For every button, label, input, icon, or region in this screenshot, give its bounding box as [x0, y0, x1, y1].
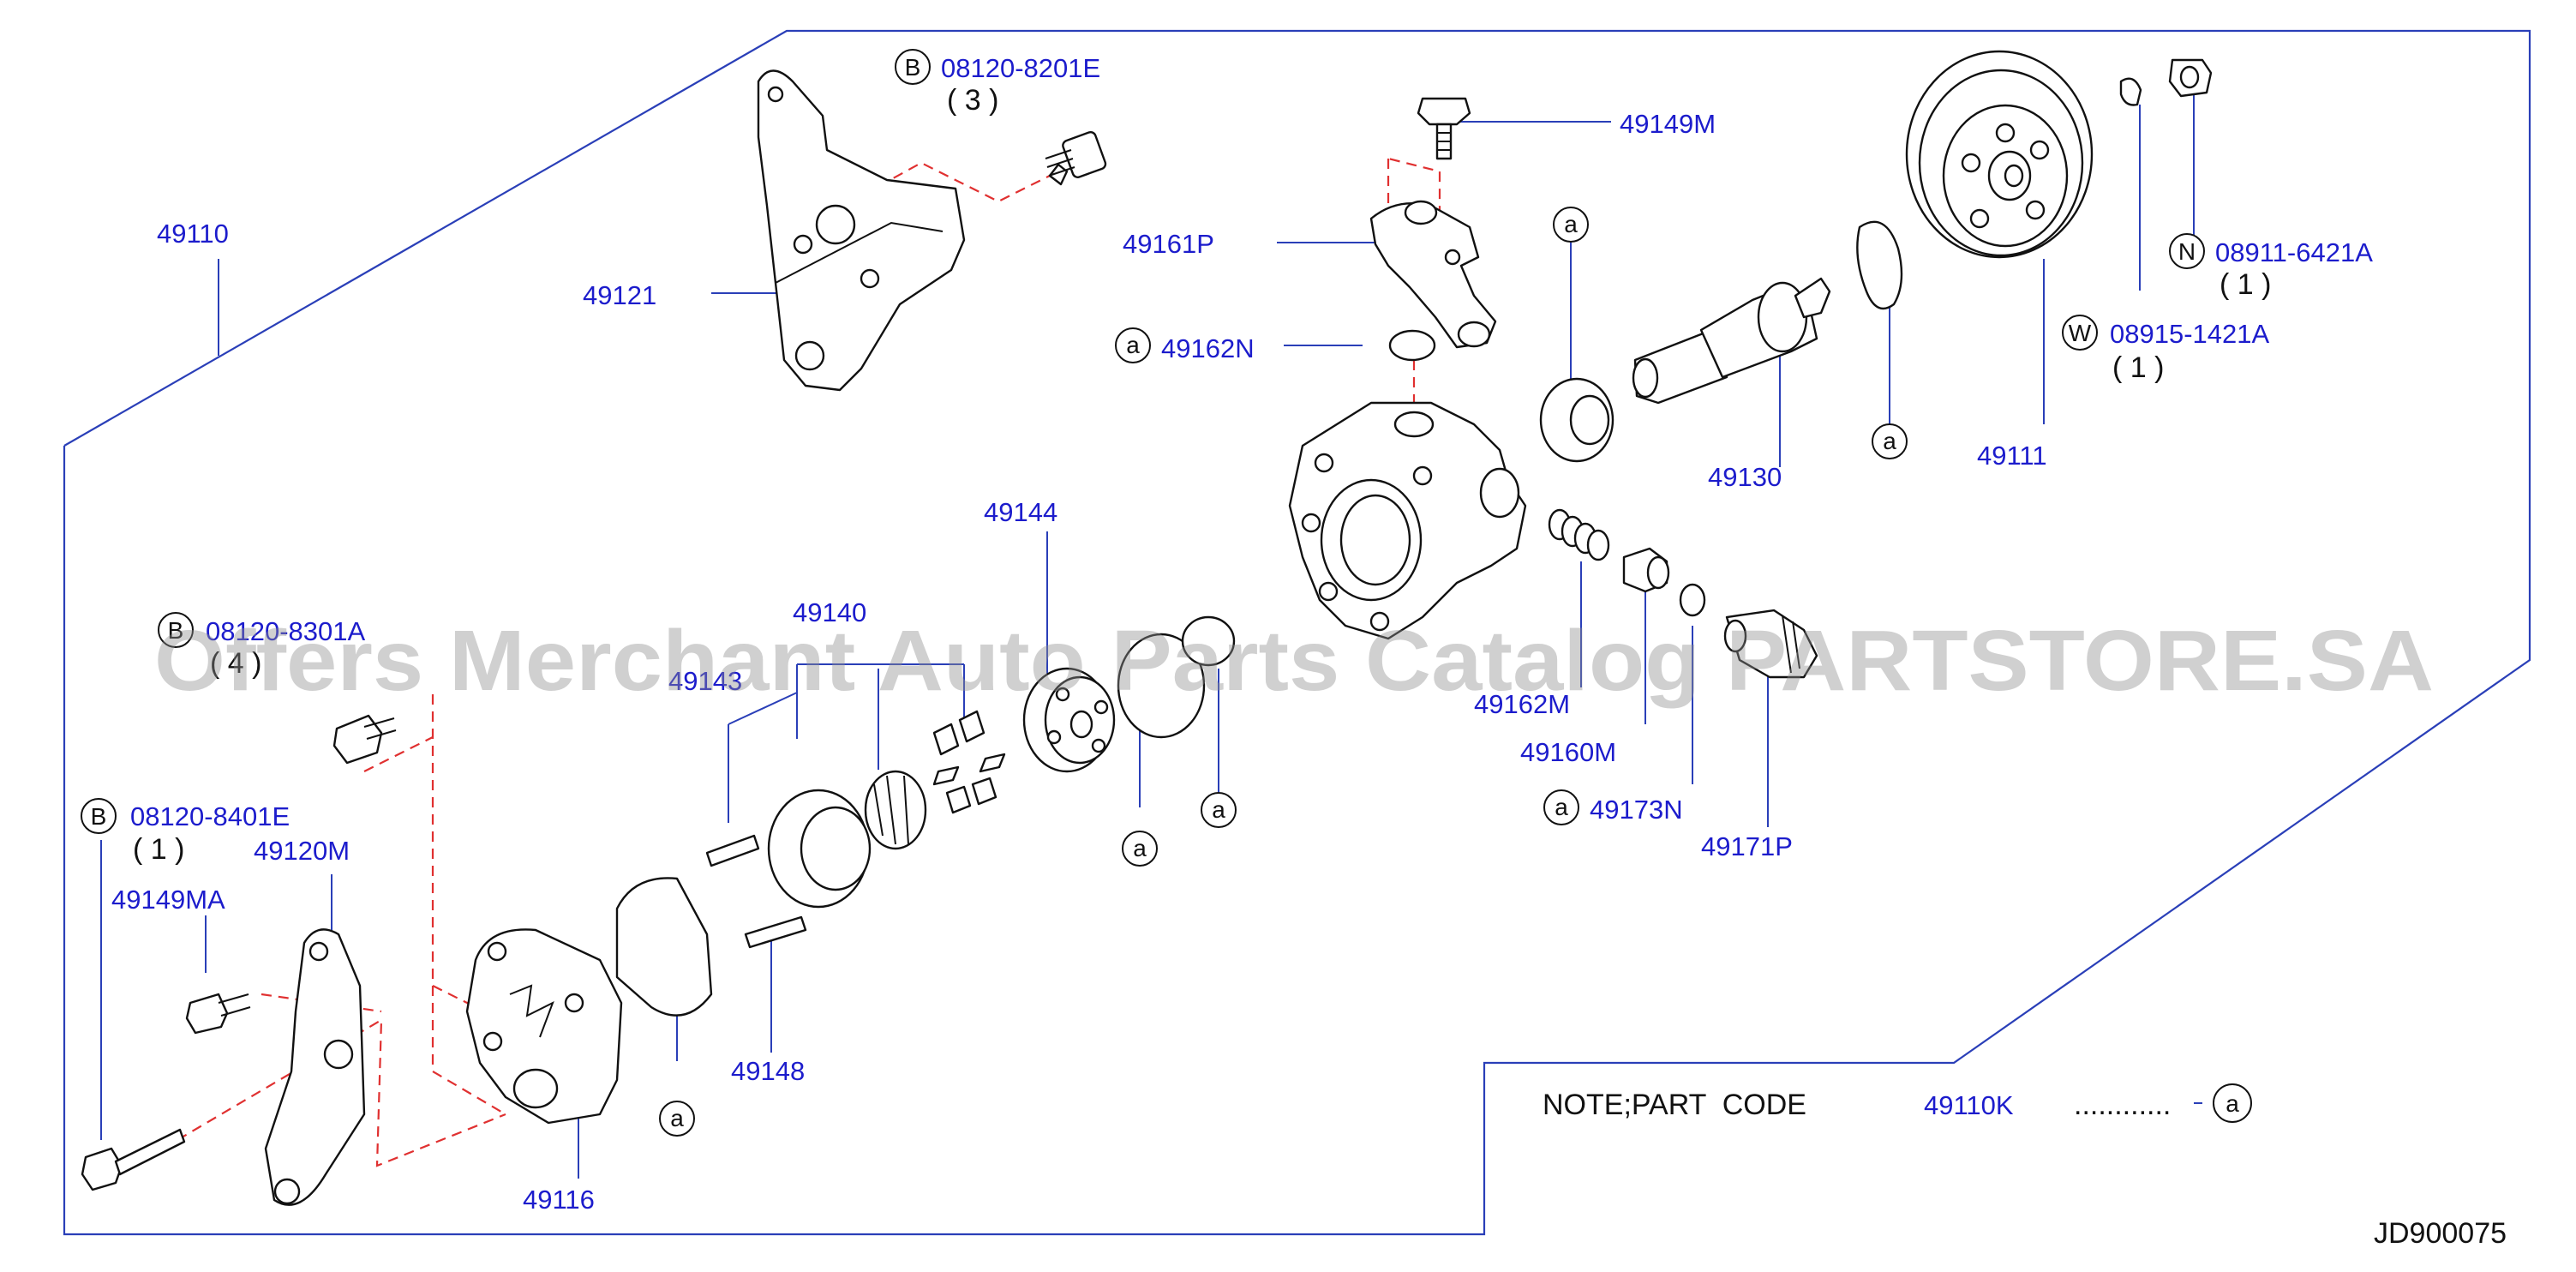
pulley-49111[interactable]	[1905, 50, 2094, 259]
fitting-49161P[interactable]	[1369, 200, 1497, 349]
callout-a-snapring: a	[1872, 423, 1908, 459]
callout-a-49162N: a	[1115, 327, 1151, 363]
callout-bolt-low: B 08120-8401E ( 1 )	[81, 798, 290, 866]
label-08911-6421A[interactable]: 08911-6421A	[2215, 237, 2373, 267]
vanes[interactable]	[932, 710, 1006, 814]
svg-text:a: a	[1212, 796, 1225, 823]
washer-08915-1421A[interactable]	[2119, 77, 2142, 106]
label-49143[interactable]: 49143	[668, 666, 742, 696]
svg-text:a: a	[1133, 835, 1147, 861]
plate-49144[interactable]	[1022, 667, 1116, 773]
label-49160M[interactable]: 49160M	[1520, 737, 1616, 767]
nut-08911-6421A[interactable]	[2168, 58, 2213, 98]
callout-a-seal: a	[1553, 207, 1589, 243]
label-08915-1421A[interactable]: 08915-1421A	[2110, 319, 2269, 349]
svg-text:( 1 ): ( 1 )	[2112, 351, 2164, 384]
svg-text:( 1 ): ( 1 )	[133, 833, 184, 866]
svg-text:W: W	[2069, 320, 2092, 346]
svg-text:( 3 ): ( 3 )	[947, 84, 998, 117]
bolt-08120-8401E[interactable]	[81, 1128, 186, 1191]
callout-a-note: a	[2213, 1083, 2252, 1123]
label-49171P[interactable]: 49171P	[1701, 831, 1793, 861]
bracket-49121[interactable]	[757, 69, 966, 392]
label-49110[interactable]: 49110	[157, 219, 229, 249]
label-49162N[interactable]: 49162N	[1161, 333, 1255, 363]
bolt-08120-8301A[interactable]	[332, 714, 397, 765]
svg-text:a: a	[1564, 211, 1578, 237]
assembly-frame	[63, 29, 2531, 1236]
label-49144[interactable]: 49144	[984, 497, 1057, 527]
oring-49173N[interactable]	[1679, 583, 1706, 617]
oring-plate-large[interactable]	[1117, 633, 1206, 739]
label-49116[interactable]: 49116	[523, 1185, 595, 1215]
note-dots: ............	[2074, 1089, 2171, 1121]
label-49148[interactable]: 49148	[731, 1056, 805, 1086]
label-49173N[interactable]: 49173N	[1590, 795, 1683, 825]
valve-49160M[interactable]	[1622, 547, 1670, 593]
leader-lines	[100, 93, 2202, 1179]
svg-text:a: a	[2226, 1090, 2239, 1117]
cam-ring[interactable]	[767, 789, 872, 909]
svg-text:N: N	[2178, 238, 2196, 265]
svg-text:a: a	[1126, 332, 1140, 358]
svg-text:B: B	[168, 617, 184, 644]
cover-49116[interactable]	[465, 928, 623, 1125]
shaft-49130[interactable]	[1632, 277, 1831, 405]
label-49121[interactable]: 49121	[583, 280, 656, 310]
callout-a-oring-large: a	[1122, 831, 1158, 867]
callout-a-marks: a a a a a a a a	[659, 207, 2252, 1137]
rotor-49140[interactable]	[864, 770, 927, 850]
label-08120-8401E[interactable]: 08120-8401E	[130, 801, 290, 831]
bracket-49120M[interactable]	[264, 928, 366, 1206]
callout-a-49173N: a	[1543, 789, 1579, 825]
diagram-id: JD900075	[2374, 1217, 2507, 1250]
part-labels: 49110 49121 49161P 49162N 49149M 49130 4…	[111, 109, 2047, 1215]
label-08120-8201E[interactable]: 08120-8201E	[941, 53, 1100, 83]
spring-49162M[interactable]	[1548, 508, 1610, 561]
label-49120M[interactable]: 49120M	[254, 836, 350, 866]
pin-49143[interactable]	[705, 834, 760, 867]
callout-a-oring-small: a	[1201, 792, 1237, 828]
label-49130[interactable]: 49130	[1708, 462, 1782, 492]
bolt-08120-8201E[interactable]	[1045, 130, 1107, 186]
bolt-49149MA[interactable]	[185, 993, 251, 1035]
label-49162M[interactable]: 49162M	[1474, 689, 1570, 719]
label-49149MA[interactable]: 49149MA	[111, 885, 225, 915]
svg-text:B: B	[91, 803, 107, 830]
label-49149M[interactable]: 49149M	[1620, 109, 1716, 139]
label-49161P[interactable]: 49161P	[1123, 229, 1214, 259]
pump-body[interactable]	[1288, 401, 1527, 640]
bolt-49149M[interactable]	[1417, 97, 1471, 160]
seal-ring[interactable]	[1539, 377, 1614, 463]
oring-plate-small[interactable]	[1181, 615, 1236, 667]
gasket[interactable]	[615, 877, 713, 1017]
oring-49162N[interactable]	[1388, 329, 1436, 362]
svg-text:a: a	[670, 1105, 684, 1131]
pin-49148[interactable]	[744, 915, 807, 949]
part-code-note: NOTE;PART CODE 49110K ............	[1543, 1089, 2171, 1121]
watermark: Offers Merchant Auto Parts Catalog PARTS…	[154, 613, 2434, 709]
note-text: NOTE;PART CODE	[1543, 1089, 1806, 1121]
note-code[interactable]: 49110K	[1924, 1090, 2014, 1120]
snap-ring[interactable]	[1856, 220, 1903, 310]
label-49140[interactable]: 49140	[793, 597, 866, 627]
svg-text:a: a	[1883, 428, 1896, 454]
svg-text:( 4 ): ( 4 )	[210, 647, 261, 680]
callout-bolt-top: B 08120-8201E ( 3 )	[895, 49, 1100, 117]
callout-a-gasket: a	[659, 1101, 695, 1137]
callout-washer: W 08915-1421A ( 1 )	[2062, 315, 2269, 384]
svg-text:( 1 ): ( 1 )	[2220, 268, 2271, 301]
label-49111[interactable]: 49111	[1977, 441, 2047, 471]
callout-bolt-mid: B 08120-8301A ( 4 )	[158, 612, 365, 680]
connector-49171P[interactable]	[1723, 609, 1818, 679]
label-08120-8301A[interactable]: 08120-8301A	[206, 616, 365, 646]
svg-text:a: a	[1555, 794, 1568, 820]
svg-text:B: B	[905, 54, 921, 81]
callout-nut: N 08911-6421A ( 1 )	[2169, 233, 2373, 301]
